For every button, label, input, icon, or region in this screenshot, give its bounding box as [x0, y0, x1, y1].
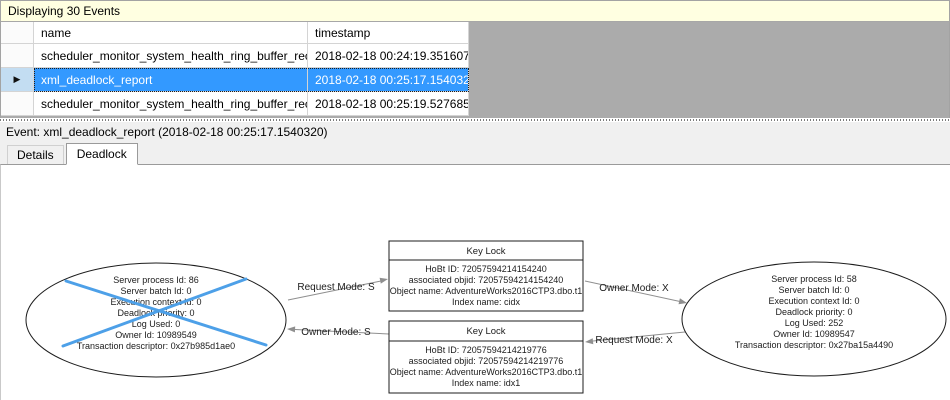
deadlock-edges	[287, 277, 687, 345]
event-name-cell[interactable]: scheduler_monitor_system_health_ring_buf…	[34, 92, 308, 116]
process-attr: Server batch Id: 0	[120, 286, 191, 296]
column-header-name[interactable]: name	[34, 22, 308, 44]
row-selector[interactable]: ▶	[1, 68, 34, 92]
edge-label-request-s: Request Mode: S	[297, 282, 375, 293]
edge-request-x-arrowhead	[585, 338, 594, 345]
grid-header-row: name timestamp	[1, 22, 469, 44]
process-attr: Deadlock priority: 0	[775, 307, 852, 317]
deadlock-edge-labels: Request Mode: S Owner Mode: S Owner Mode…	[297, 282, 673, 346]
edge-label-request-x: Request Mode: X	[595, 335, 673, 346]
events-grid-table: name timestamp scheduler_monitor_system_…	[1, 22, 469, 116]
deadlock-graph-panel: Server process Id: 86 Server batch Id: 0…	[0, 164, 950, 400]
resource-attr: Index name: cidx	[452, 297, 521, 307]
victim-cross-line	[61, 277, 248, 348]
events-count-label: Displaying 30 Events	[8, 4, 121, 18]
resource-attr: Index name: idx1	[452, 378, 521, 388]
victim-cross-line	[64, 279, 268, 347]
row-selector[interactable]	[1, 44, 34, 68]
edge-label-owner-s: Owner Mode: S	[301, 327, 371, 338]
process-attr: Owner Id: 10989549	[115, 330, 197, 340]
process-attr: Transaction descriptor: 0x27b985d1ae0	[77, 341, 235, 351]
edge-owner-x-arrowhead	[678, 298, 687, 305]
resource-node-keylock-top[interactable]: Key Lock HoBt ID: 72057594214154240 asso…	[388, 240, 584, 312]
table-row-selected[interactable]: ▶ xml_deadlock_report 2018-02-18 00:25:1…	[1, 68, 469, 92]
resource-attr: HoBt ID: 72057594214154240	[425, 264, 547, 274]
edge-label-owner-x: Owner Mode: X	[599, 283, 669, 294]
resource-attr: HoBt ID: 72057594214219776	[425, 345, 547, 355]
edge-request-s	[287, 280, 382, 301]
deadlock-graph: Server process Id: 86 Server batch Id: 0…	[25, 240, 947, 394]
event-info-bar: Event: xml_deadlock_report (2018-02-18 0…	[0, 122, 950, 142]
column-header-timestamp[interactable]: timestamp	[308, 22, 469, 44]
resource-title: Key Lock	[466, 246, 505, 257]
events-grid: name timestamp scheduler_monitor_system_…	[0, 22, 950, 118]
process-attr: Server process Id: 58	[771, 274, 857, 284]
process-attr: Execution context Id: 0	[110, 297, 201, 307]
tab-details[interactable]: Details	[7, 145, 64, 164]
owner-process-node[interactable]: Server process Id: 58 Server batch Id: 0…	[681, 261, 947, 377]
event-name-cell[interactable]: scheduler_monitor_system_health_ring_buf…	[34, 44, 308, 68]
tab-deadlock[interactable]: Deadlock	[65, 143, 138, 165]
tab-strip: Details Deadlock	[0, 142, 950, 165]
process-attr: Log Used: 252	[785, 318, 844, 328]
resource-attr: Object name: AdventureWorks2016CTP3.dbo.…	[390, 367, 582, 377]
table-row[interactable]: scheduler_monitor_system_health_ring_buf…	[1, 44, 469, 68]
event-timestamp-cell[interactable]: 2018-02-18 00:25:19.5276859	[308, 92, 469, 116]
process-attr: Transaction descriptor: 0x27ba15a4490	[735, 340, 893, 350]
event-timestamp-cell[interactable]: 2018-02-18 00:24:19.3516078	[308, 44, 469, 68]
row-selector[interactable]	[1, 92, 34, 116]
edge-request-x	[592, 331, 686, 342]
resource-attr: associated objid: 72057594214219776	[409, 356, 564, 366]
splitter-handle[interactable]	[0, 118, 950, 122]
resource-attr: Object name: AdventureWorks2016CTP3.dbo.…	[390, 286, 582, 296]
process-attr: Server batch Id: 0	[778, 285, 849, 295]
resource-title: Key Lock	[466, 326, 505, 337]
events-count-header: Displaying 30 Events	[0, 0, 950, 22]
table-row[interactable]: scheduler_monitor_system_health_ring_buf…	[1, 92, 469, 116]
resource-node-keylock-bottom[interactable]: Key Lock HoBt ID: 72057594214219776 asso…	[388, 320, 584, 394]
row-selector-header[interactable]	[1, 22, 34, 44]
process-attr: Owner Id: 10989547	[773, 329, 855, 339]
victim-process-node[interactable]: Server process Id: 86 Server batch Id: 0…	[25, 262, 287, 378]
edge-owner-x	[584, 280, 681, 302]
process-attr: Log Used: 0	[132, 319, 181, 329]
process-attr: Server process Id: 86	[113, 275, 199, 285]
process-attr: Execution context Id: 0	[768, 296, 859, 306]
event-info-label: Event: xml_deadlock_report (2018-02-18 0…	[6, 125, 328, 139]
resource-attr: associated objid: 72057594214154240	[409, 275, 564, 285]
current-row-arrow-icon: ▶	[13, 74, 21, 84]
event-timestamp-cell[interactable]: 2018-02-18 00:25:17.1540320	[308, 68, 469, 92]
edge-owner-s	[294, 329, 390, 335]
edge-owner-s-arrowhead	[287, 326, 296, 333]
event-name-cell[interactable]: xml_deadlock_report	[34, 68, 308, 92]
edge-request-s-arrowhead	[379, 277, 388, 284]
